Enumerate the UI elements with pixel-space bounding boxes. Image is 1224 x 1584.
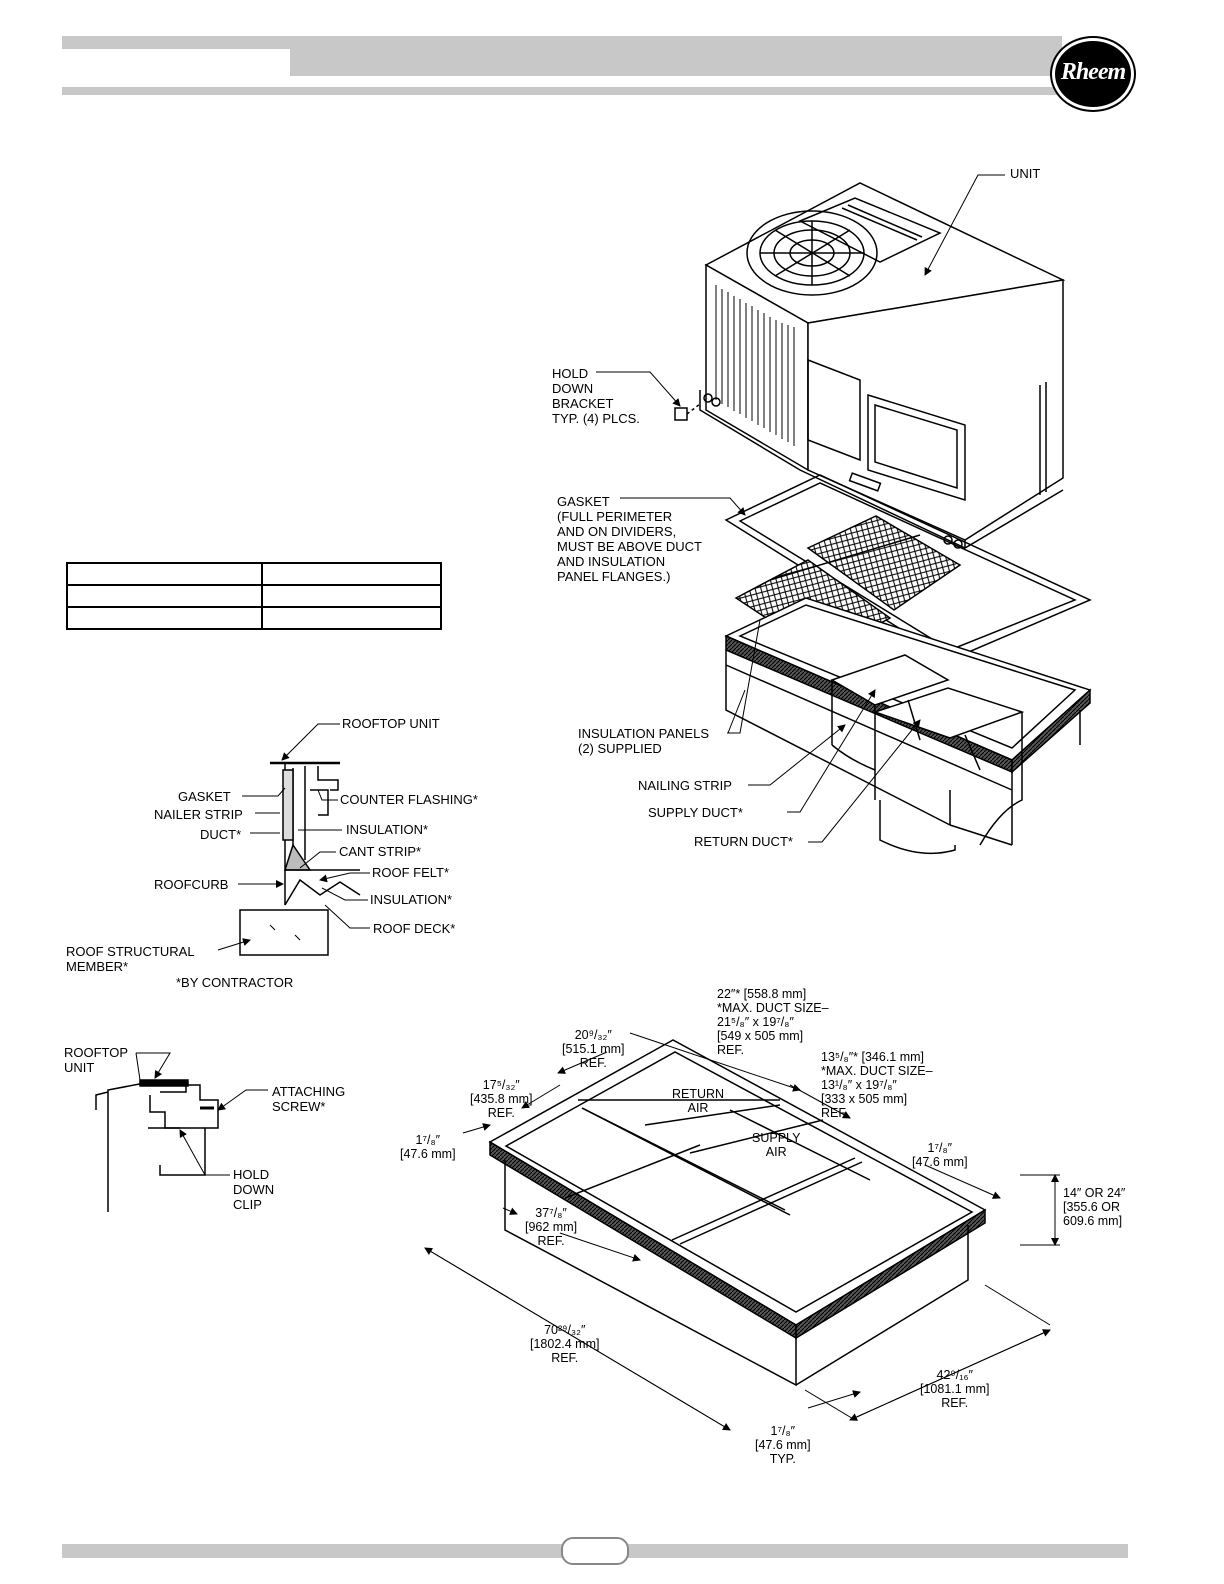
dim-1-left: 1⁷/₈″ [47.6 mm] bbox=[400, 1133, 456, 1161]
return-duct-label: RETURN DUCT* bbox=[694, 834, 793, 849]
curb-diagram bbox=[488, 1039, 987, 1387]
table-cell bbox=[261, 562, 442, 586]
supply-air-label: SUPPLY AIR bbox=[752, 1131, 801, 1159]
table-cell bbox=[261, 584, 442, 608]
curb-dimension-lines bbox=[424, 1032, 1060, 1431]
section-rooftop-unit-label: ROOFTOP UNIT bbox=[342, 716, 440, 731]
insulation-panels-label: INSULATION PANELS (2) SUPPLIED bbox=[578, 726, 709, 756]
section-roof-felt-label: ROOF FELT* bbox=[372, 865, 450, 880]
section-nailer-strip-label: NAILER STRIP bbox=[154, 807, 243, 822]
table-cell bbox=[66, 606, 263, 630]
brand-logo: Rheem bbox=[1052, 38, 1134, 110]
section-leaders bbox=[217, 723, 370, 951]
by-contractor-note: *BY CONTRACTOR bbox=[176, 975, 294, 990]
unit-label: UNIT bbox=[1010, 166, 1041, 181]
section-diagram bbox=[239, 761, 361, 956]
dim-37: 37⁷/₈″ [962 mm] REF. bbox=[525, 1206, 578, 1248]
gasket-label: GASKET (FULL PERIMETER AND ON DIVIDERS, … bbox=[557, 494, 702, 584]
dim-1-right: 1⁷/₈″ [47.6 mm] bbox=[912, 1141, 968, 1169]
table-cell bbox=[66, 584, 263, 608]
clip-rooftop-unit-label: ROOFTOP UNIT bbox=[64, 1045, 129, 1075]
section-roof-structural-member-label: ROOF STRUCTURAL MEMBER* bbox=[66, 944, 195, 974]
table-cell bbox=[66, 562, 263, 586]
dim-1-typ: 1⁷/₈″ [47.6 mm] TYP. bbox=[755, 1424, 811, 1466]
table-row bbox=[66, 562, 442, 586]
section-insulation-label: INSULATION* bbox=[346, 822, 429, 837]
header-bar-bottom bbox=[62, 87, 1062, 95]
table-row bbox=[66, 584, 442, 608]
dim-17: 17⁵/₃₂″ [435.8 mm] REF. bbox=[470, 1078, 533, 1120]
dim-70: 70²⁹/₃₂″ [1802.4 mm] REF. bbox=[530, 1323, 600, 1365]
dim-42: 42⁹/₁₆″ [1081.1 mm] REF. bbox=[920, 1368, 990, 1410]
dim-height: 14″ OR 24″ [355.6 OR 609.6 mm] bbox=[1063, 1186, 1126, 1228]
header-tab bbox=[290, 46, 1062, 76]
section-roof-deck-label: ROOF DECK* bbox=[373, 921, 456, 936]
header-bar-top bbox=[62, 36, 1062, 49]
unit-leaders bbox=[596, 174, 1005, 843]
clip-diagram bbox=[95, 1079, 219, 1212]
blank-table bbox=[66, 562, 442, 630]
nailing-strip-label: NAILING STRIP bbox=[638, 778, 732, 793]
table-cell bbox=[261, 606, 442, 630]
section-gasket-label: GASKET bbox=[178, 789, 231, 804]
section-cant-strip-label: CANT STRIP* bbox=[339, 844, 422, 859]
dim-supply-duct: 13⁵/₈″* [346.1 mm] *MAX. DUCT SIZE– 13¹/… bbox=[821, 1050, 933, 1120]
section-counter-flashing-label: COUNTER FLASHING* bbox=[340, 792, 478, 807]
clip-attaching-screw-label: ATTACHING SCREW* bbox=[272, 1084, 346, 1114]
clip-hold-down-clip-label: HOLD DOWN CLIP bbox=[233, 1167, 275, 1212]
section-roofcurb-label: ROOFCURB bbox=[154, 877, 229, 892]
table-row bbox=[66, 606, 442, 630]
dim-return-duct: 22″* [558.8 mm] *MAX. DUCT SIZE– 21⁵/₈″ … bbox=[717, 987, 829, 1057]
section-duct-label: DUCT* bbox=[200, 827, 242, 842]
supply-duct-label: SUPPLY DUCT* bbox=[648, 805, 743, 820]
brand-logo-text: Rheem bbox=[1060, 59, 1126, 85]
unit-exploded-diagram bbox=[674, 182, 1092, 855]
clip-leaders bbox=[135, 1052, 268, 1176]
section-insulation-2-label: INSULATION* bbox=[370, 892, 453, 907]
return-air-label: RETURN AIR bbox=[672, 1087, 725, 1115]
page-number-badge bbox=[561, 1537, 629, 1565]
dim-20: 20⁹/₃₂″ [515.1 mm] REF. bbox=[562, 1028, 625, 1070]
hold-down-bracket-label: HOLD DOWN BRACKET TYP. (4) PLCS. bbox=[552, 366, 640, 426]
